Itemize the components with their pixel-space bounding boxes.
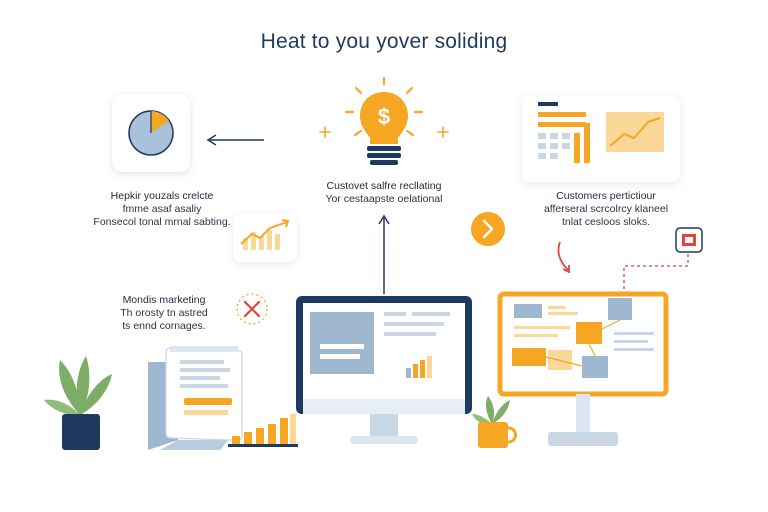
right-top-caption: Customers pertictiour afferseral scrcolr… [526, 190, 686, 229]
right-screen [497, 291, 669, 446]
left-top-caption-line: Fonsecol tonal mrnal sabting. [93, 216, 231, 228]
right-top-caption-line: afferseral scrcolrcy klaneel [543, 203, 669, 215]
curved-arrow-icon [557, 241, 570, 274]
arrow-left-icon [206, 134, 264, 146]
photo-frame-icon [675, 227, 703, 253]
growth-bars [228, 414, 298, 447]
dotted-connector [623, 254, 689, 294]
center-top-caption-line: Custovet salfre recllating [326, 180, 442, 192]
left-mid-caption-line: ts ennd cornages. [122, 320, 206, 332]
laptop-stand-icon [148, 346, 243, 450]
left-mid-caption-line: Th orosty tn astred [120, 307, 208, 319]
left-top-caption-line: Hepkir youzals crelcte [110, 190, 214, 202]
arrow-up-icon [378, 214, 390, 294]
center-top-caption: Custovet salfre recllating Yor cestaapst… [314, 180, 454, 206]
left-top-caption-line: fmme asaf asaliy [122, 203, 202, 215]
bar-chart-icon [233, 214, 297, 262]
left-mid-caption-line: Mondis marketing [122, 294, 206, 306]
dashboard-icon [522, 96, 680, 182]
plant-icon [44, 356, 112, 450]
mug-plant-icon [472, 396, 517, 448]
chevron-right-icon [471, 212, 505, 246]
center-top-caption-line: Yor cestaapste oelational [325, 193, 443, 205]
svg-text:$: $ [378, 104, 390, 129]
lightbulb-dollar-icon: $ [319, 76, 449, 165]
page-title: Heat to you yover soliding [260, 30, 508, 53]
right-top-caption-line: tnlat cesloos sloks. [561, 216, 651, 228]
pie-chart-card [112, 94, 190, 172]
monitor-icon [296, 296, 472, 444]
left-top-caption: Hepkir youzals crelcte fmme asaf asaliy … [92, 190, 232, 229]
pie-chart-icon [128, 110, 174, 156]
close-x-icon [236, 293, 268, 325]
right-top-caption-line: Customers pertictiour [556, 190, 656, 202]
left-mid-caption: Mondis marketing Th orosty tn astred ts … [104, 294, 224, 333]
